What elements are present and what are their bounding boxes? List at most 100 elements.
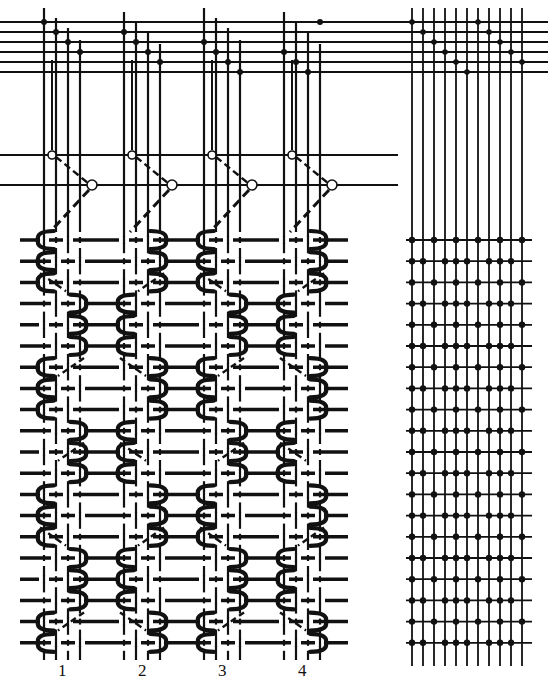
warp-over-gap [131, 640, 141, 646]
heddle-dot [317, 19, 323, 25]
draft-point [453, 322, 459, 328]
leno-loop [150, 613, 166, 631]
weft-over-gap [41, 349, 47, 354]
weft-over-gap [237, 274, 243, 279]
warp-thread-over [227, 321, 229, 329]
weft-over-gap [77, 285, 83, 290]
weft-over-gap [65, 635, 71, 640]
draft-point [442, 512, 448, 518]
warp-thread-over [123, 448, 125, 456]
draft-point [475, 576, 481, 582]
draft-point [409, 576, 415, 582]
weft-over-gap [121, 264, 127, 269]
warp-thread-over [295, 554, 297, 562]
warp-over-gap [143, 619, 153, 625]
draft-point [464, 428, 470, 434]
draft-point [497, 449, 503, 455]
warp-over-gap [51, 343, 61, 349]
doup-dash [56, 157, 88, 183]
weft-over-gap [293, 359, 299, 364]
draft-point [497, 343, 503, 349]
warp-thread-over [43, 278, 45, 286]
leno-loop [310, 634, 326, 652]
draft-warp-line [411, 8, 413, 666]
weft-over-gap [281, 646, 287, 651]
warp-thread-over [319, 469, 321, 477]
warp-over-gap [199, 364, 209, 370]
draft-point [497, 385, 503, 391]
warp-over-gap [119, 491, 129, 497]
warp-thread-over [159, 384, 161, 392]
leno-loop [198, 273, 214, 291]
weft-over-gap [41, 307, 47, 312]
leno-loop [310, 231, 326, 249]
draft-heddle-dot [464, 69, 470, 75]
warp-over-gap [223, 407, 233, 413]
warp-over-gap [279, 619, 289, 625]
weft-over-gap [213, 444, 219, 449]
warp-thread-over [319, 300, 321, 308]
draft-point [453, 428, 459, 434]
warp-over-gap [279, 279, 289, 285]
warp-over-gap [211, 555, 221, 561]
draft-point [475, 279, 481, 285]
weft-over-gap [317, 328, 323, 333]
draft-point [409, 555, 415, 561]
warp-thread-over [319, 257, 321, 265]
leno-loop [38, 252, 54, 270]
warp-over-gap [143, 237, 153, 243]
weft-over-gap [281, 264, 287, 269]
warp-thread-over [239, 512, 241, 520]
shaft-line [0, 21, 548, 23]
crossing-dash [130, 190, 169, 232]
leno-loop [70, 443, 86, 461]
doup-dash [136, 157, 168, 183]
warp-over-gap [279, 364, 289, 370]
draft-point [519, 534, 525, 540]
weft-over-gap [281, 519, 287, 524]
weft-over-gap [41, 338, 47, 343]
warp-thread-over [55, 384, 57, 392]
warp-thread-over [239, 427, 241, 435]
warp-thread-over [203, 278, 205, 286]
weft-over-gap [237, 497, 243, 502]
warp-thread-over [215, 639, 217, 647]
warp-thread-over [43, 236, 45, 244]
draft-point [508, 640, 514, 646]
warp-thread-over [159, 342, 161, 350]
heddle-dot [133, 39, 139, 45]
weft-over-gap [281, 391, 287, 396]
draft-heddle-dot [486, 29, 492, 35]
weft-over-gap [41, 592, 47, 597]
draft-point [409, 640, 415, 646]
warp-thread-over [319, 554, 321, 562]
weft-over-gap [293, 402, 299, 407]
draft-weft-line [406, 536, 532, 538]
weft-over-gap [53, 455, 59, 460]
draft-point [508, 597, 514, 603]
doup-eye [208, 151, 216, 159]
warp-over-gap [75, 258, 85, 264]
leno-loop [38, 358, 54, 376]
weft-over-gap [145, 465, 151, 470]
draft-point [453, 449, 459, 455]
draft-point [475, 618, 481, 624]
draft-point [497, 300, 503, 306]
leno-loop [198, 528, 214, 546]
leno-loop [310, 613, 326, 631]
warp-thread-over [203, 575, 205, 583]
weft-over-gap [225, 646, 231, 651]
warp-thread-over [215, 596, 217, 604]
leno-loop [278, 295, 294, 313]
warp-thread-over [43, 490, 45, 498]
warp-thread-over [159, 300, 161, 308]
warp-over-gap [279, 449, 289, 455]
weft-over-gap [77, 413, 83, 418]
warp-over-gap [235, 343, 245, 349]
leno-loop [230, 443, 246, 461]
warp-thread-over [283, 448, 285, 456]
weft-over-gap [65, 264, 71, 269]
weft-over-gap [225, 264, 231, 269]
draft-point [508, 555, 514, 561]
